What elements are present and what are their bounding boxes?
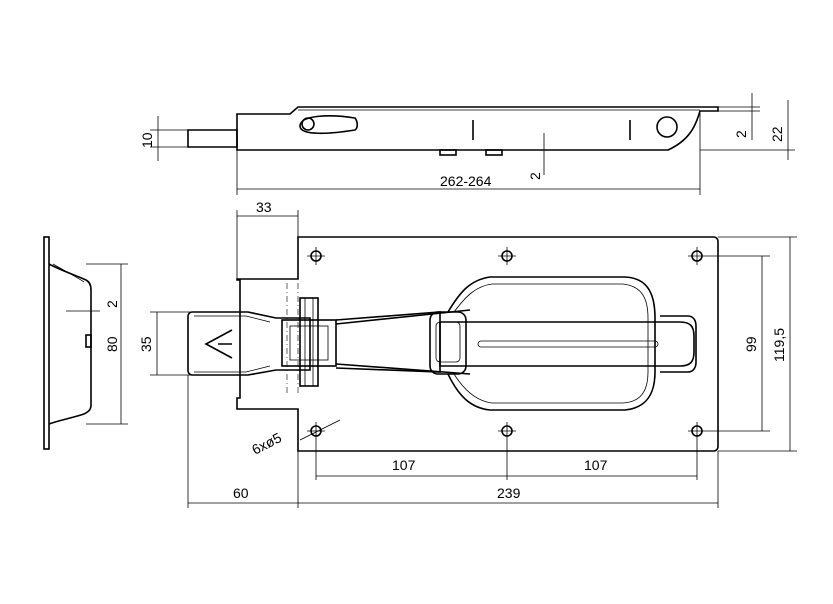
mounting-holes [307, 247, 770, 480]
dim-bolt-diameter: 10 [139, 132, 155, 148]
dim-plate-length: 239 [497, 485, 521, 501]
plan-view-dimensions: 33 35 99 119,5 107 107 60 239 6xø5 [138, 199, 797, 508]
profile-view: 80 2 [43, 236, 128, 450]
dim-plate-offset: 33 [256, 199, 272, 215]
dim-tab-height: 2 [527, 172, 543, 180]
dim-hole-spacing-vertical: 99 [743, 336, 759, 352]
holes-note: 6xø5 [249, 429, 284, 457]
dim-profile-height: 80 [104, 336, 120, 352]
side-elevation-view [187, 106, 719, 156]
plan-view [187, 236, 770, 480]
dim-total-height: 22 [769, 126, 785, 142]
dim-plate-height: 119,5 [771, 328, 787, 362]
dim-profile-step: 2 [104, 300, 120, 308]
dim-handle-width: 35 [138, 336, 154, 352]
dim-bolt-projection: 60 [233, 485, 249, 501]
dim-body-length: 262-264 [440, 173, 492, 189]
side-view-dimensions: 10 262-264 2 22 2 [139, 93, 795, 195]
dim-lip: 2 [733, 130, 749, 138]
dim-hole-spacing-left: 107 [392, 457, 416, 473]
dim-hole-spacing-right: 107 [584, 457, 608, 473]
